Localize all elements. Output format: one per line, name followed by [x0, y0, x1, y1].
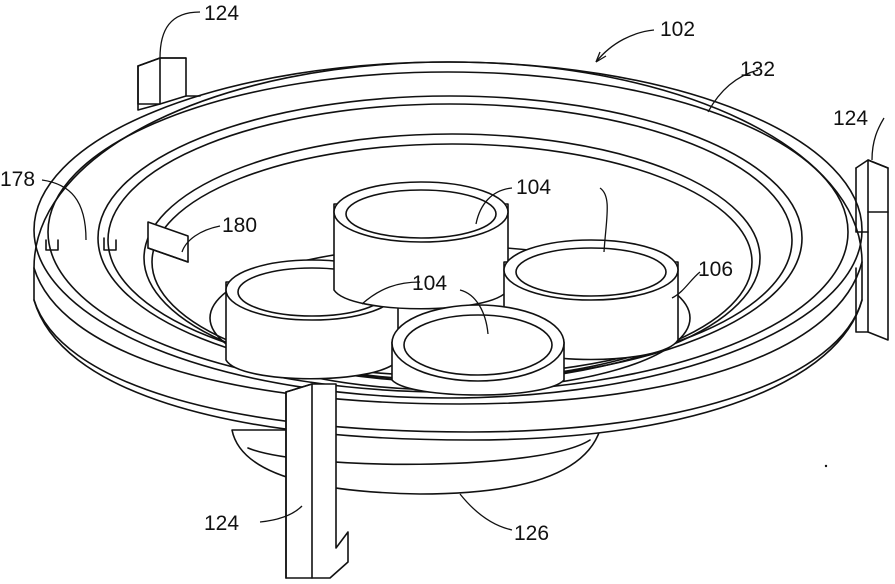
speck [825, 465, 827, 467]
label-124-right: 124 [833, 107, 868, 130]
label-126: 126 [514, 522, 549, 545]
label-104-top: 104 [516, 176, 551, 199]
label-106: 106 [698, 258, 733, 281]
tab-top-left [138, 58, 200, 110]
label-124-bottom: 124 [204, 512, 239, 535]
cup-front [392, 305, 564, 395]
label-104-middle: 104 [412, 272, 447, 295]
label-178: 178 [0, 168, 35, 191]
label-102: 102 [660, 18, 695, 41]
label-124-top: 124 [204, 2, 239, 25]
label-132: 132 [740, 58, 775, 81]
label-180: 180 [222, 214, 257, 237]
